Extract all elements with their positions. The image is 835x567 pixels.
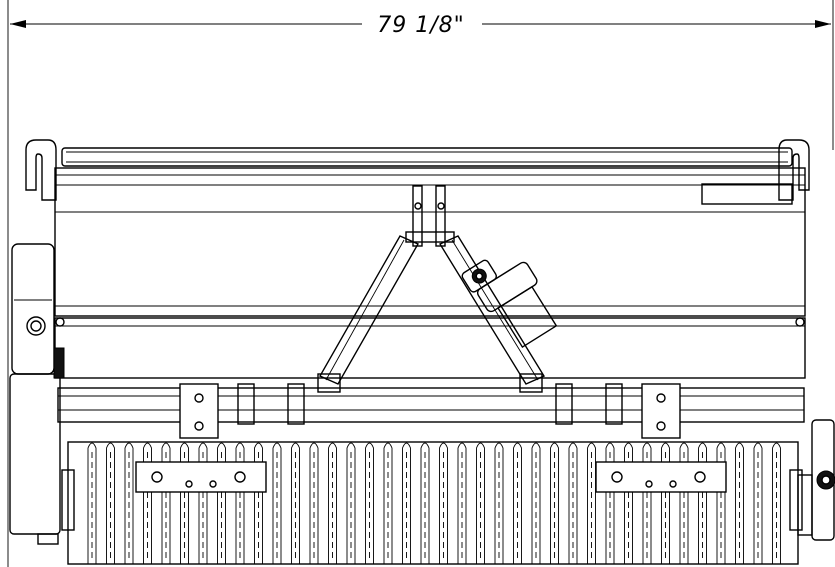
tine (679, 442, 689, 564)
hitch-arm-left (319, 235, 419, 385)
tine (735, 442, 744, 564)
tine (272, 442, 282, 564)
tine (587, 442, 596, 564)
tine (457, 442, 467, 564)
tine (772, 442, 781, 564)
top-rail (61, 147, 793, 167)
adjustment-knob-icon (26, 316, 46, 336)
tine (661, 442, 670, 564)
pto-input-shaft (461, 259, 558, 348)
main-hood (54, 167, 806, 317)
tine (235, 442, 245, 564)
arrowhead-left-icon (10, 20, 26, 28)
tine (180, 442, 189, 564)
lower-hood-band (54, 317, 806, 379)
tine (309, 442, 319, 564)
belt-guard-grille (53, 347, 65, 379)
tine (753, 442, 763, 564)
rotor-end-left (61, 469, 75, 531)
tine (568, 442, 578, 564)
tine (328, 442, 337, 564)
tine (254, 442, 263, 564)
tine (124, 442, 134, 564)
rotor-end-right (789, 469, 803, 531)
tine (383, 442, 393, 564)
dimension-label: 79 1/8" (377, 13, 465, 38)
arrowhead-right-icon (815, 20, 831, 28)
tine (143, 442, 152, 564)
tine (642, 442, 652, 564)
tine (198, 442, 208, 564)
decal-plate (701, 183, 793, 205)
hitch-plate-left (412, 185, 423, 247)
tine (365, 442, 374, 564)
lift-hook-left (25, 139, 57, 201)
mount-bracket-left (179, 383, 219, 439)
tine (161, 442, 171, 564)
left-side-housing (9, 243, 65, 545)
tine (624, 442, 633, 564)
right-side-housing (797, 419, 835, 541)
tine (698, 442, 707, 564)
tine (402, 442, 411, 564)
tine (476, 442, 485, 564)
lower-frame (57, 383, 805, 439)
tine (439, 442, 448, 564)
tine (420, 442, 430, 564)
tine (550, 442, 559, 564)
tine-row (87, 442, 781, 564)
tine (531, 442, 541, 564)
tine (217, 442, 226, 564)
tine (513, 442, 522, 564)
tine (87, 442, 97, 564)
hitch-arm-right (438, 235, 546, 385)
tine (494, 442, 504, 564)
three-point-hitch (317, 185, 546, 393)
width-dimension: 79 1/8" (7, 0, 834, 567)
tine (346, 442, 356, 564)
tine (605, 442, 615, 564)
mount-bracket-right (641, 383, 681, 439)
lift-hook-right (778, 139, 810, 201)
tine (716, 442, 726, 564)
tine (106, 442, 115, 564)
tine (291, 442, 300, 564)
rotor-clamp-right (595, 461, 727, 493)
tine-rotor (61, 441, 803, 565)
rotor-clamp-left (135, 461, 267, 493)
hitch-plate-right (435, 185, 446, 247)
